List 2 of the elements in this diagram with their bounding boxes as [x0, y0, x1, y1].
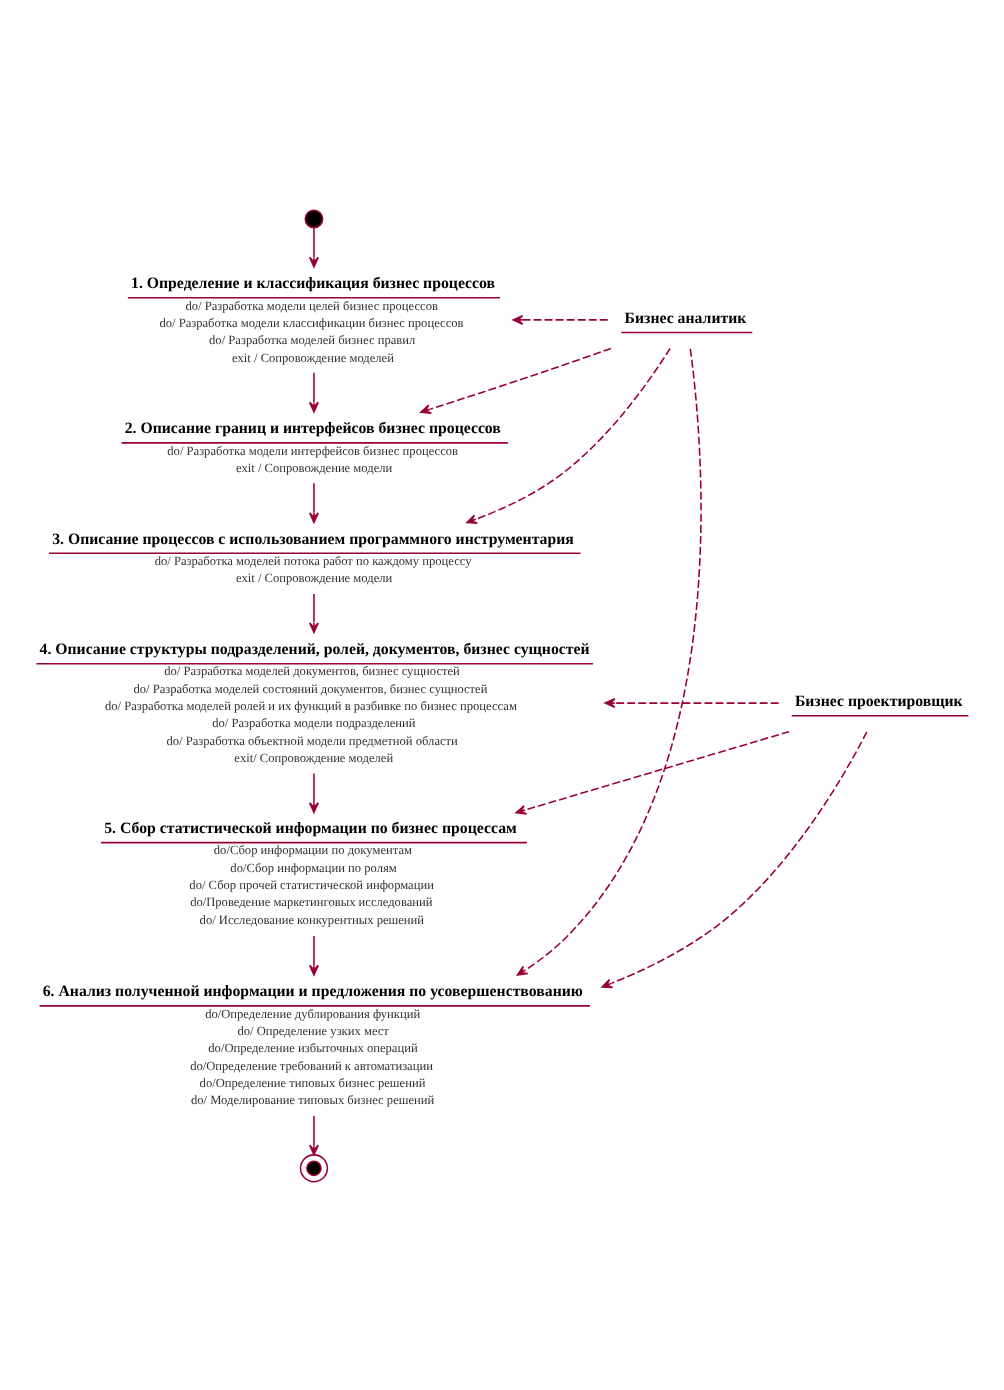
- node-text: Бизнес аналитик: [624, 308, 747, 327]
- node-text: Бизнес проектировщик: [794, 691, 963, 710]
